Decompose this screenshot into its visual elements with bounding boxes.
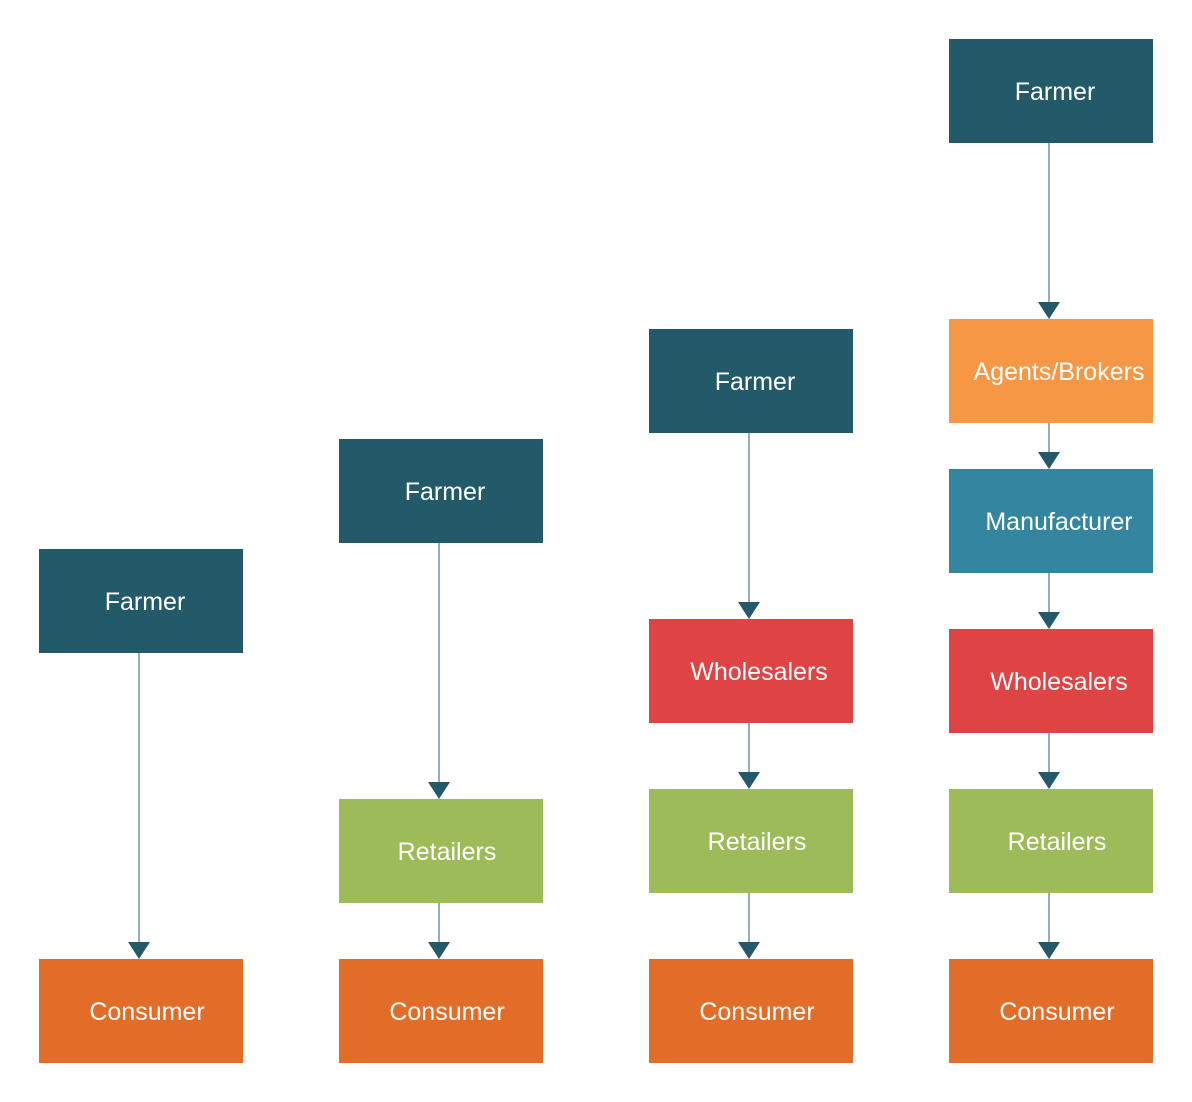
node-box xyxy=(339,959,543,1063)
arrow-head-icon xyxy=(738,602,760,619)
node-box xyxy=(949,39,1153,143)
chain-4: FarmerAgents/BrokersManufacturerWholesal… xyxy=(949,39,1153,1063)
node-label: Retailers xyxy=(398,838,497,866)
arrow-head-icon xyxy=(1038,612,1060,629)
node-label: Consumer xyxy=(89,998,204,1026)
node-label: Wholesalers xyxy=(990,668,1128,696)
arrow-head-icon xyxy=(1038,772,1060,789)
node-label: Farmer xyxy=(105,588,186,616)
node-label: Retailers xyxy=(708,828,807,856)
node-consumer: Consumer xyxy=(339,959,543,1063)
arrow-head-icon xyxy=(1038,302,1060,319)
arrow-head-icon xyxy=(738,772,760,789)
node-box xyxy=(949,959,1153,1063)
arrow-head-icon xyxy=(428,782,450,799)
node-retailers: Retailers xyxy=(339,799,543,903)
arrow-head-icon xyxy=(1038,452,1060,469)
node-box xyxy=(39,549,243,653)
node-label: Wholesalers xyxy=(690,658,828,686)
node-label: Consumer xyxy=(389,998,504,1026)
node-wholesalers: Wholesalers xyxy=(949,629,1153,733)
node-retailers: Retailers xyxy=(649,789,853,893)
node-label: Farmer xyxy=(1015,78,1096,106)
node-box xyxy=(649,959,853,1063)
node-farmer: Farmer xyxy=(39,549,243,653)
node-retailers: Retailers xyxy=(949,789,1153,893)
node-label: Farmer xyxy=(405,478,486,506)
node-consumer: Consumer xyxy=(649,959,853,1063)
node-box xyxy=(649,619,853,723)
node-manufacturer: Manufacturer xyxy=(949,469,1153,573)
node-box xyxy=(949,629,1153,733)
arrow-head-icon xyxy=(1038,942,1060,959)
node-farmer: Farmer xyxy=(949,39,1153,143)
node-box xyxy=(949,469,1153,573)
node-box xyxy=(649,329,853,433)
node-consumer: Consumer xyxy=(39,959,243,1063)
node-farmer: Farmer xyxy=(339,439,543,543)
node-consumer: Consumer xyxy=(949,959,1153,1063)
arrow-head-icon xyxy=(128,942,150,959)
arrow-head-icon xyxy=(738,942,760,959)
node-box xyxy=(949,789,1153,893)
node-agents: Agents/Brokers xyxy=(949,319,1153,423)
node-label: Retailers xyxy=(1008,828,1107,856)
node-box xyxy=(39,959,243,1063)
node-label: Agents/Brokers xyxy=(974,358,1145,386)
node-label: Consumer xyxy=(999,998,1114,1026)
node-label: Consumer xyxy=(699,998,814,1026)
arrow-head-icon xyxy=(428,942,450,959)
node-box xyxy=(649,789,853,893)
node-label: Manufacturer xyxy=(985,508,1132,536)
node-farmer: Farmer xyxy=(649,329,853,433)
node-label: Farmer xyxy=(715,368,796,396)
node-box xyxy=(949,319,1153,423)
node-box xyxy=(339,799,543,903)
node-box xyxy=(339,439,543,543)
node-wholesalers: Wholesalers xyxy=(649,619,853,723)
